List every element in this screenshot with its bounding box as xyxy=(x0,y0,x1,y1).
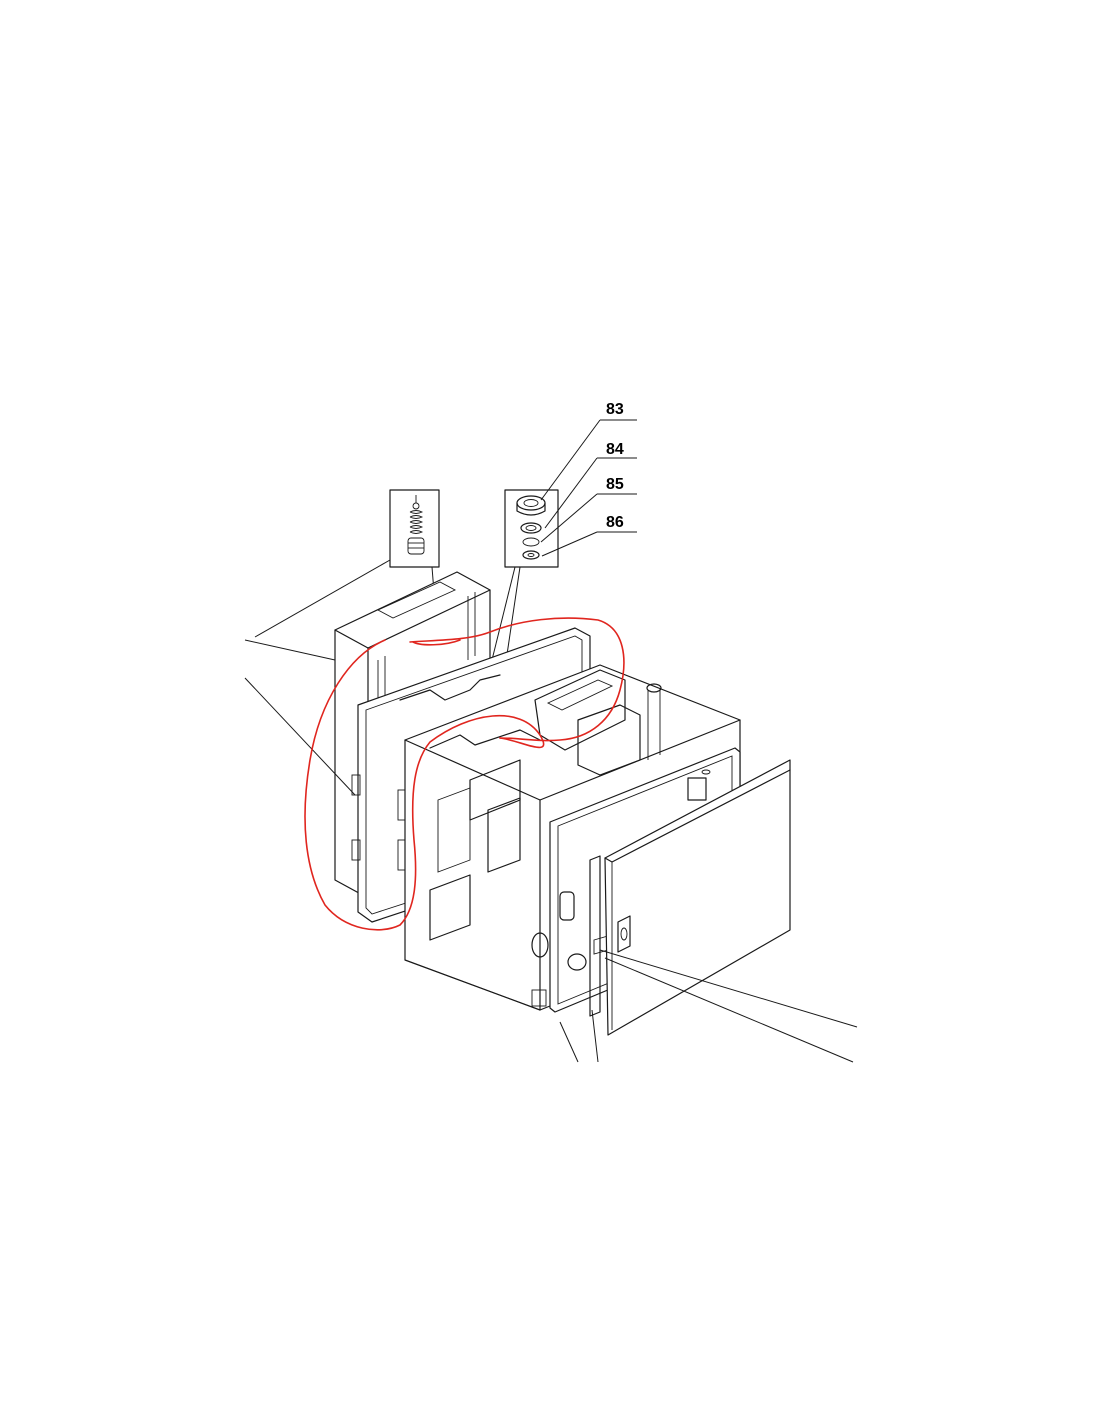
callout-83: 83 xyxy=(540,401,637,501)
markup-outline-rear-frame xyxy=(304,639,545,931)
callout-83-leader xyxy=(540,419,601,501)
callout-85-leader xyxy=(540,493,598,543)
red-markup-annotation xyxy=(304,617,625,931)
callout-86: 86 xyxy=(541,514,637,557)
markup-outline-top-route xyxy=(409,617,625,742)
callout-84-leader xyxy=(544,457,598,529)
callout-85-number: 85 xyxy=(606,476,624,493)
callout-86-leader xyxy=(541,531,598,557)
callout-84: 84 xyxy=(544,441,637,529)
callout-84-number: 84 xyxy=(606,441,624,458)
detail-box-fitting-assembly xyxy=(489,489,559,669)
markup-connector-stroke xyxy=(412,639,461,646)
front-door xyxy=(599,759,858,1063)
callout-83-number: 83 xyxy=(606,401,624,418)
callout-85: 85 xyxy=(540,476,637,543)
callout-86-number: 86 xyxy=(606,514,624,531)
